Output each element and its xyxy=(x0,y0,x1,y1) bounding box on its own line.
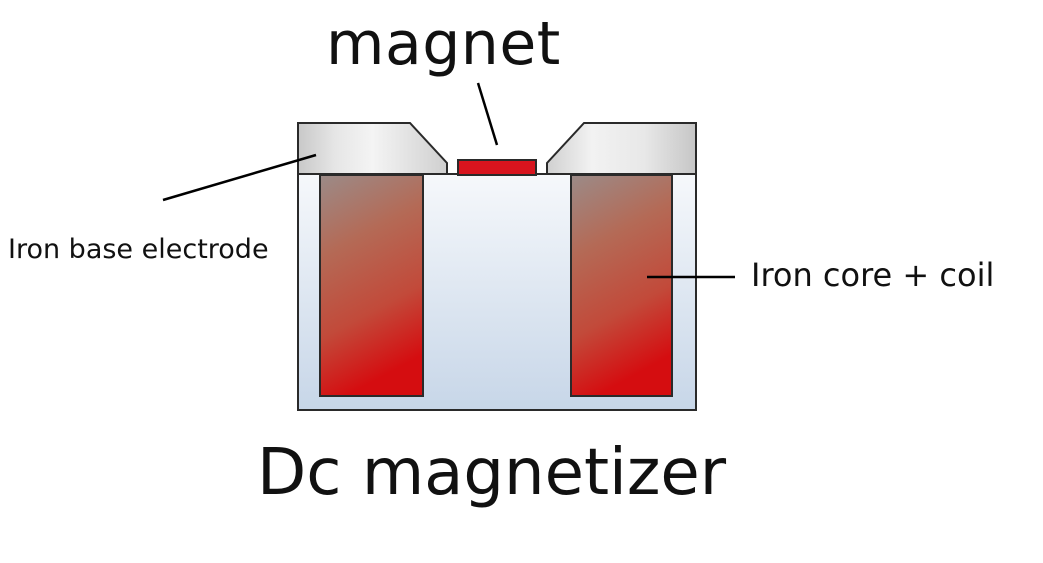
right-electrode xyxy=(546,122,697,175)
magnet-leader-line xyxy=(476,82,499,146)
iron-base-electrode-label: Iron base electrode xyxy=(8,234,269,265)
iron-core-coil-label: Iron core + coil xyxy=(751,256,995,294)
magnet-label: magnet xyxy=(326,9,561,79)
right-coil xyxy=(570,174,673,397)
electrode-leader-line xyxy=(162,153,317,202)
left-electrode xyxy=(297,122,448,175)
diagram-title: Dc magnetizer xyxy=(257,436,727,510)
magnet-block xyxy=(457,159,537,176)
left-coil xyxy=(319,174,424,397)
